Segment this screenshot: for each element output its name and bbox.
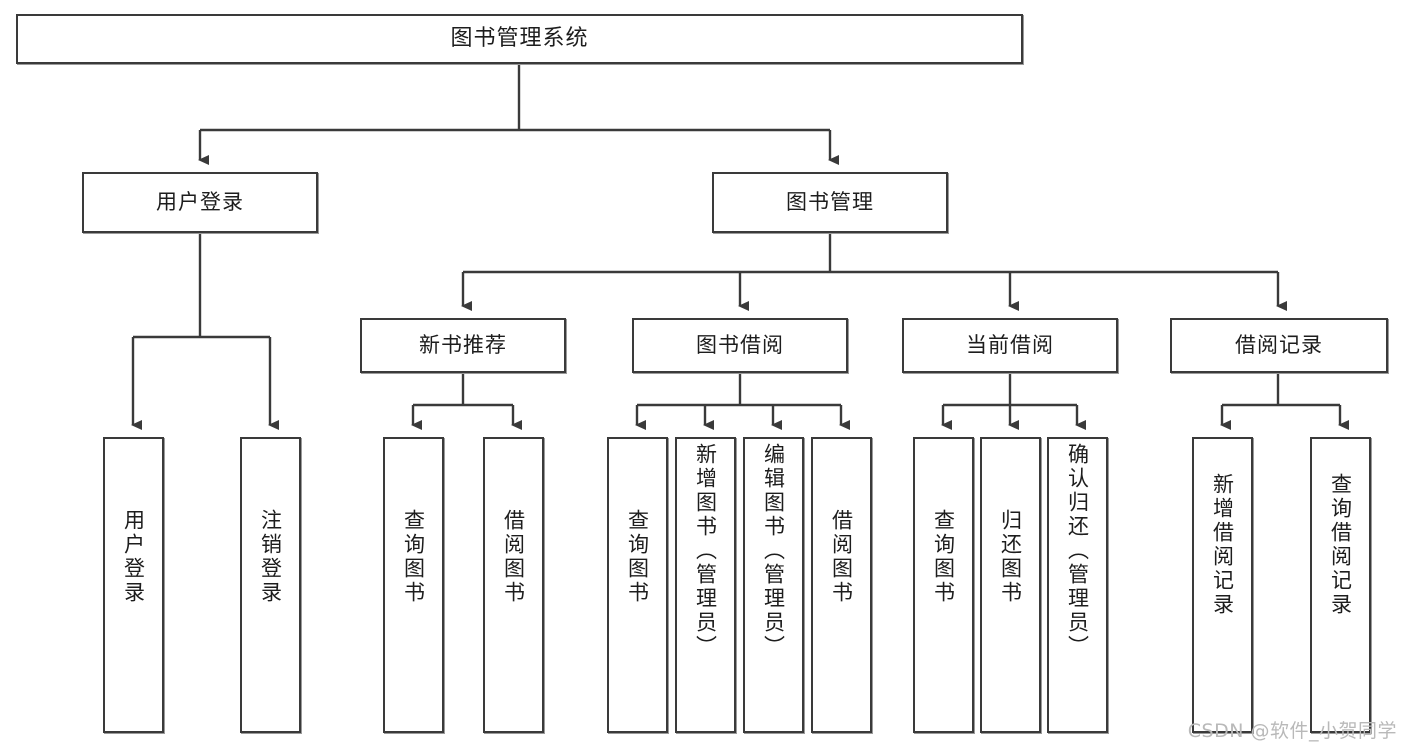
leaf-add-book[interactable]: 新增图书（管理员） [675, 437, 736, 733]
leaf-add-record[interactable]: 新增借阅记录 [1192, 437, 1253, 733]
leaf-query-record-label: 查询借阅记录 [1328, 473, 1353, 617]
node-book-manage[interactable]: 图书管理 [712, 172, 948, 233]
leaf-query-book-3-label: 查询图书 [931, 509, 956, 605]
leaf-return-book[interactable]: 归还图书 [980, 437, 1041, 733]
leaf-borrow-book-1[interactable]: 借阅图书 [483, 437, 544, 733]
node-new-book-recommend[interactable]: 新书推荐 [360, 318, 566, 373]
node-borrow-record[interactable]: 借阅记录 [1170, 318, 1388, 373]
node-user-login[interactable]: 用户登录 [82, 172, 318, 233]
leaf-confirm-return[interactable]: 确认归还（管理员） [1047, 437, 1108, 733]
leaf-logout[interactable]: 注销登录 [240, 437, 301, 733]
leaf-borrow-book-2[interactable]: 借阅图书 [811, 437, 872, 733]
leaf-logout-label: 注销登录 [258, 509, 283, 605]
leaf-add-record-label: 新增借阅记录 [1210, 473, 1235, 617]
leaf-edit-book-label: 编辑图书（管理员） [761, 443, 786, 659]
watermark: CSDN @软件_小贺同学 [1187, 720, 1397, 742]
node-user-login-label: 用户登录 [156, 189, 244, 214]
leaf-query-book-3[interactable]: 查询图书 [913, 437, 974, 733]
node-current-borrow[interactable]: 当前借阅 [902, 318, 1118, 373]
leaf-borrow-book-2-label: 借阅图书 [829, 509, 854, 605]
leaf-return-book-label: 归还图书 [998, 509, 1023, 605]
leaf-query-book-2-label: 查询图书 [625, 509, 650, 605]
leaf-user-login[interactable]: 用户登录 [103, 437, 164, 733]
leaf-confirm-return-label: 确认归还（管理员） [1065, 443, 1090, 659]
node-book-manage-label: 图书管理 [786, 189, 874, 214]
node-borrow-record-label: 借阅记录 [1235, 332, 1323, 357]
leaf-edit-book[interactable]: 编辑图书（管理员） [743, 437, 804, 733]
node-new-book-recommend-label: 新书推荐 [419, 332, 507, 357]
node-book-borrow-label: 图书借阅 [696, 332, 784, 357]
node-book-borrow[interactable]: 图书借阅 [632, 318, 848, 373]
leaf-query-book-1[interactable]: 查询图书 [383, 437, 444, 733]
leaf-borrow-book-1-label: 借阅图书 [501, 509, 526, 605]
node-root[interactable]: 图书管理系统 [16, 14, 1023, 64]
leaf-add-book-label: 新增图书（管理员） [693, 443, 718, 659]
leaf-query-record[interactable]: 查询借阅记录 [1310, 437, 1371, 733]
leaf-user-login-label: 用户登录 [121, 509, 146, 605]
leaf-query-book-1-label: 查询图书 [401, 509, 426, 605]
node-root-label: 图书管理系统 [450, 25, 589, 51]
node-current-borrow-label: 当前借阅 [966, 332, 1054, 357]
leaf-query-book-2[interactable]: 查询图书 [607, 437, 668, 733]
